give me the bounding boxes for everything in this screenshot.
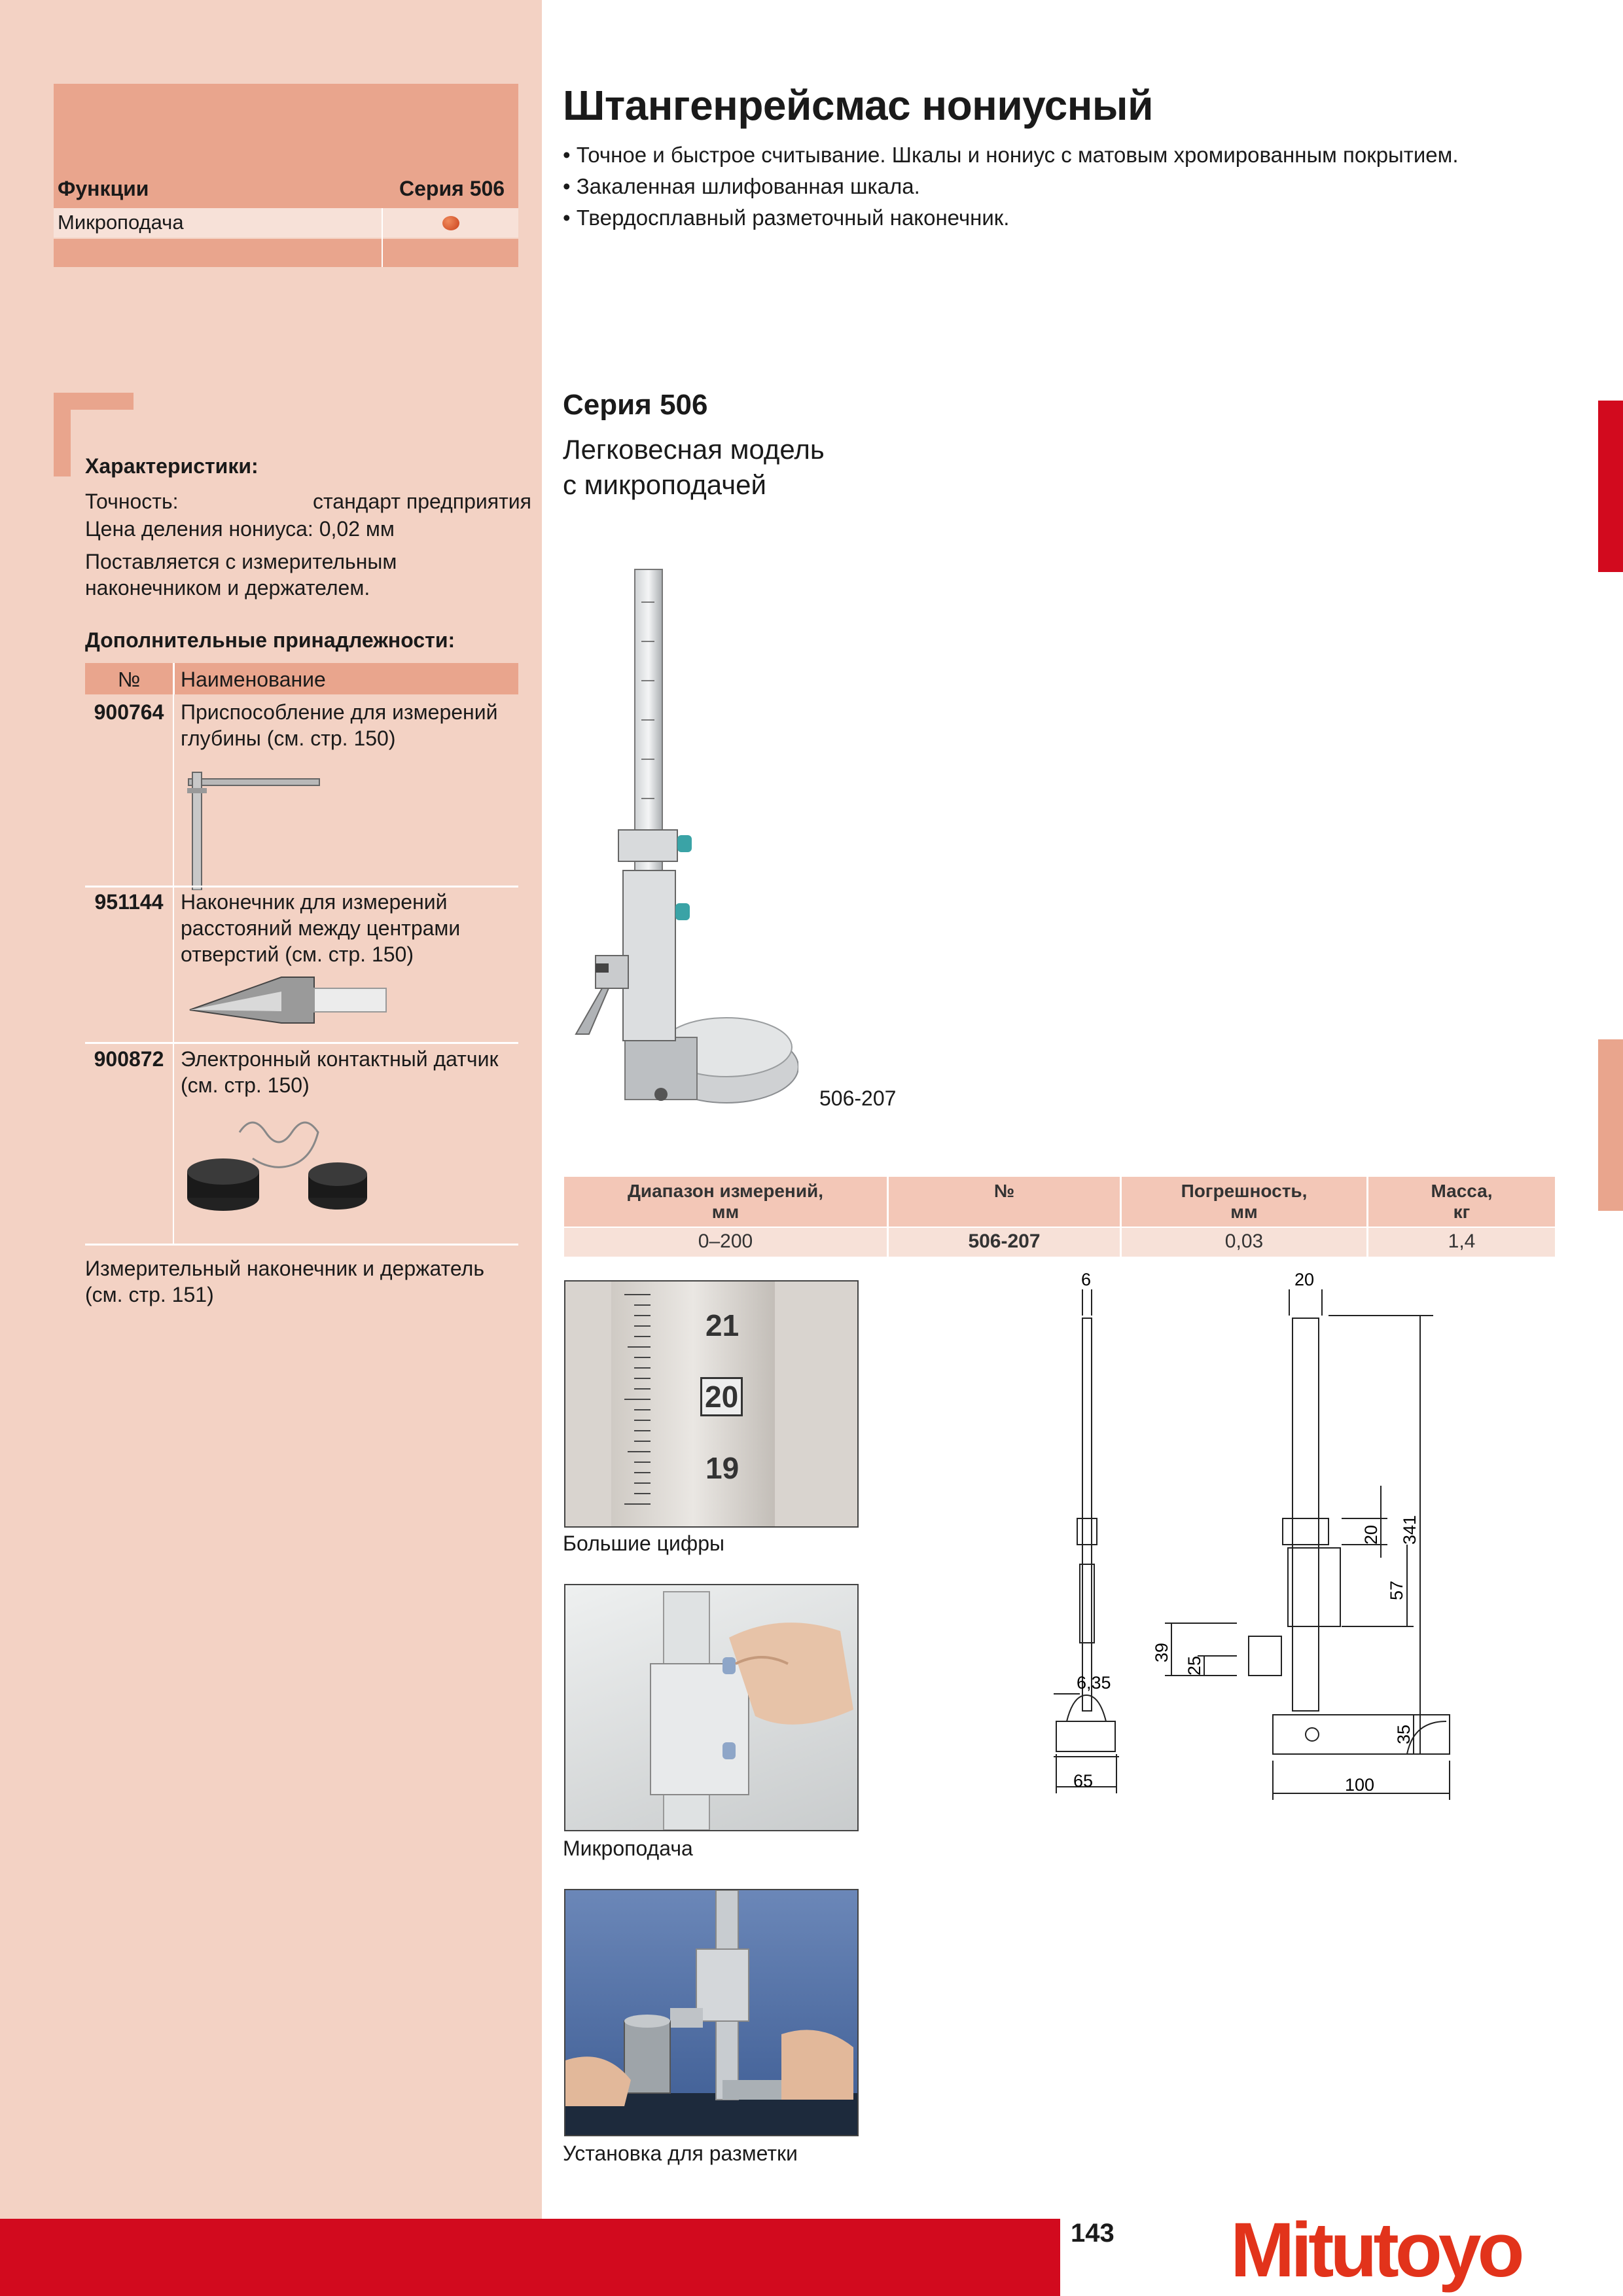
- feature-bullet: • Твердосплавный разметочный наконечник.: [563, 206, 1010, 230]
- micro-feed-illustration: [650, 1591, 853, 1830]
- spec-table-divider: [1366, 1177, 1368, 1257]
- spec-header-range: Диапазон измерений, мм: [564, 1181, 887, 1223]
- marking-setup-illustration: [565, 1890, 857, 2135]
- dimension-label: 39: [1152, 1643, 1171, 1662]
- spec-table-divider: [1120, 1177, 1122, 1257]
- depth-attachment-image: [187, 772, 320, 890]
- dimension-label: 35: [1394, 1725, 1414, 1744]
- marking-setup-photo: [564, 1889, 859, 2136]
- dimension-label: 25: [1185, 1656, 1204, 1676]
- accessories-header: [85, 663, 518, 694]
- dimension-drawing: 6 20 6,35 65 100 341 20 57 39 25 35: [1054, 1270, 1450, 1800]
- series-subtitle-line: Легковесная модель: [563, 434, 825, 465]
- accessory-separator: [85, 1244, 518, 1246]
- photo-caption: Большие цифры: [563, 1532, 724, 1555]
- dimension-label: 65: [1073, 1771, 1093, 1791]
- spec-header-line: Погрешность,: [1181, 1181, 1308, 1201]
- holder-note: Измерительный наконечник и держатель (см…: [85, 1257, 484, 1306]
- accessories-title: Дополнительные принадлежности:: [85, 628, 455, 652]
- spec-cell-range: 0–200: [698, 1230, 753, 1252]
- dimension-label: 341: [1400, 1515, 1419, 1545]
- spec-header-number: №: [889, 1181, 1120, 1202]
- accessory-name: Наконечник для измерений расстояний межд…: [181, 890, 461, 966]
- scale-number: 20: [700, 1377, 743, 1416]
- accessories-column-divider: [173, 694, 174, 1244]
- accuracy-value: стандарт предприятия: [313, 490, 531, 513]
- feature-bullet: • Закаленная шлифованная шкала.: [563, 174, 920, 198]
- contact-sensor-image: [187, 1121, 367, 1211]
- section-tab-active: [1598, 401, 1623, 572]
- functions-series: Серия 506: [399, 177, 505, 200]
- accessory-number: 900872: [94, 1047, 164, 1071]
- dimension-label: 20: [1361, 1525, 1381, 1545]
- accessory-separator: [85, 886, 518, 888]
- spec-header-line: Масса,: [1431, 1181, 1493, 1201]
- dimension-label: 100: [1345, 1775, 1374, 1795]
- series-subtitle-line: с микроподачей: [563, 469, 766, 500]
- left-sidebar: [0, 0, 542, 2219]
- vernier-value: Цена деления нониуса: 0,02 мм: [85, 517, 395, 541]
- center-distance-point-image: [189, 977, 387, 1024]
- spec-cell-number: 506-207: [968, 1230, 1041, 1252]
- large-digits-photo: 21 20 19: [564, 1280, 859, 1528]
- accessory-name: Приспособление для измерений глубины (см…: [181, 700, 498, 750]
- spec-header-mass: Масса, кг: [1368, 1181, 1555, 1223]
- spec-cell-accuracy: 0,03: [1224, 1230, 1264, 1252]
- functions-header-band: [54, 84, 518, 208]
- functions-row: [54, 208, 518, 238]
- scale-number: 21: [705, 1308, 740, 1342]
- section-tab: [1598, 1039, 1623, 1211]
- height-gauge-image: [575, 569, 798, 1103]
- model-label: 506-207: [819, 1086, 897, 1110]
- spec-table-divider: [887, 1177, 889, 1257]
- spec-header-unit: мм: [711, 1202, 740, 1222]
- accessories-col-name: Наименование: [181, 668, 326, 691]
- spec-table-row: [564, 1228, 1555, 1257]
- feature-dot-icon: [442, 216, 459, 230]
- spec-header-unit: мм: [1230, 1202, 1258, 1222]
- corner-mark-vertical: [54, 393, 71, 476]
- dimension-label: 20: [1294, 1270, 1314, 1289]
- accessory-number: 951144: [94, 890, 164, 914]
- spec-header-unit: кг: [1453, 1202, 1471, 1222]
- functions-label: Функции: [58, 177, 149, 200]
- series-subtitle: Легковесная модель с микроподачей: [563, 432, 825, 503]
- page-title: Штангенрейсмас нониусный: [563, 82, 1153, 129]
- accessories-col-no: №: [117, 668, 141, 691]
- functions-bottom-band: [54, 239, 518, 267]
- accessory-name: Электронный контактный датчик (см. стр. …: [181, 1047, 499, 1097]
- spec-cell-mass: 1,4: [1448, 1230, 1476, 1252]
- scale-number: 19: [705, 1451, 740, 1485]
- brand-logo: Mitutoyo: [1230, 2207, 1525, 2293]
- dimension-label: 6: [1081, 1270, 1091, 1289]
- accessories-header-divider: [173, 663, 175, 694]
- accessory-separator: [85, 1042, 518, 1044]
- feature-bullet: • Точное и быстрое считывание. Шкалы и н…: [563, 143, 1459, 167]
- accuracy-label: Точность:: [85, 490, 179, 513]
- spec-header-line: Диапазон измерений,: [627, 1181, 824, 1201]
- supplied-note: Поставляется с измерительным наконечнико…: [85, 550, 397, 600]
- photo-caption: Микроподача: [563, 1837, 693, 1860]
- spec-header-line: №: [993, 1181, 1015, 1201]
- photo-caption: Установка для разметки: [563, 2142, 798, 2165]
- characteristics-title: Характеристики:: [85, 454, 259, 478]
- scale-ticks: [624, 1294, 651, 1505]
- spec-table-header: [564, 1177, 1555, 1227]
- functions-divider: [382, 208, 383, 267]
- spec-header-accuracy: Погрешность, мм: [1122, 1181, 1366, 1223]
- page-number: 143: [1071, 2219, 1115, 2248]
- functions-row-name: Микроподача: [58, 211, 184, 234]
- micro-feed-photo: [564, 1584, 859, 1831]
- dimension-label: 57: [1387, 1581, 1406, 1600]
- series-title: Серия 506: [563, 389, 708, 421]
- footer-band: [0, 2219, 1060, 2296]
- dimension-label: 6,35: [1077, 1673, 1111, 1693]
- accessory-number: 900764: [94, 700, 164, 724]
